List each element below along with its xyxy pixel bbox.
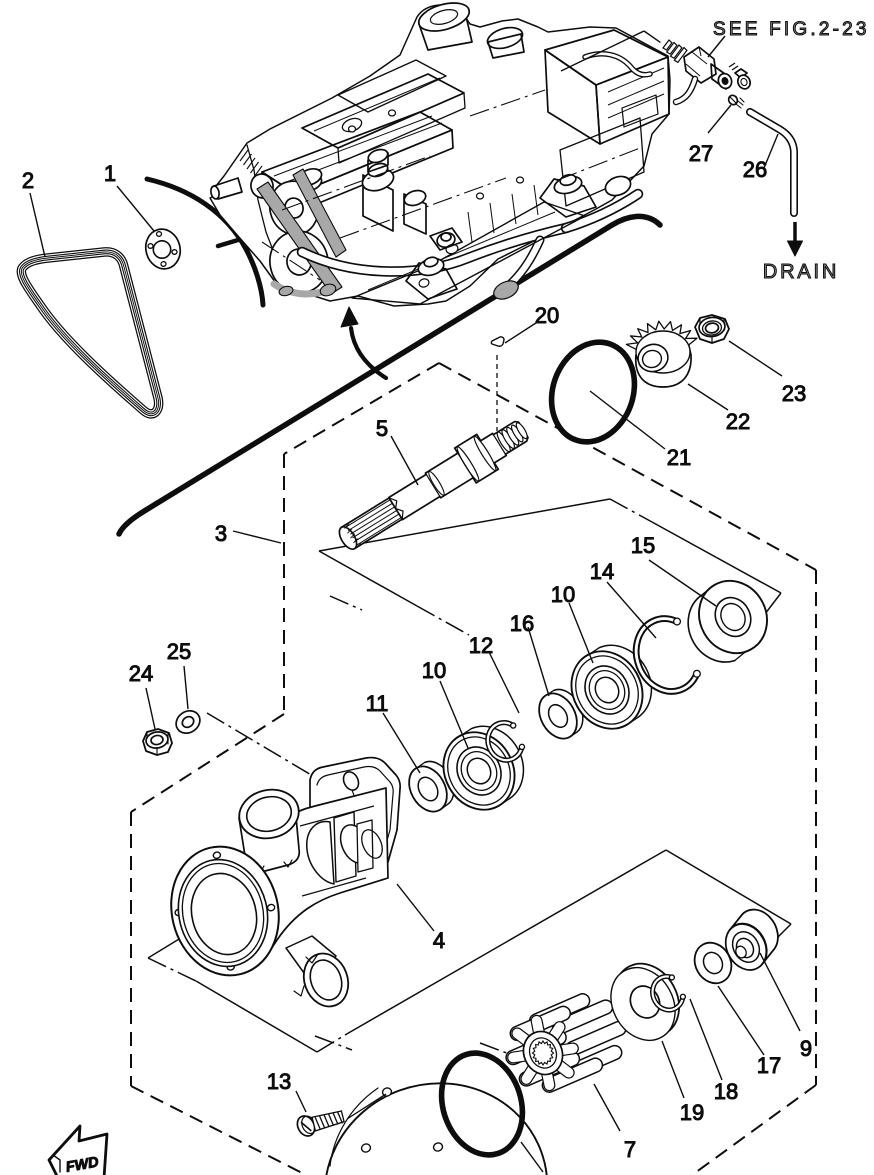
svg-text:11: 11 xyxy=(366,691,389,716)
svg-text:1: 1 xyxy=(104,161,116,186)
svg-text:25: 25 xyxy=(167,639,191,664)
svg-text:14: 14 xyxy=(590,559,614,584)
svg-text:9: 9 xyxy=(800,1036,812,1061)
svg-text:18: 18 xyxy=(714,1079,738,1104)
svg-text:20: 20 xyxy=(535,303,559,328)
svg-text:21: 21 xyxy=(667,445,691,470)
svg-text:12: 12 xyxy=(469,633,493,658)
svg-text:4: 4 xyxy=(433,928,445,953)
svg-text:5: 5 xyxy=(376,416,388,441)
svg-text:FWD: FWD xyxy=(65,1154,101,1175)
svg-text:3: 3 xyxy=(215,521,227,546)
svg-text:19: 19 xyxy=(680,1100,704,1125)
svg-text:23: 23 xyxy=(782,381,806,406)
svg-text:2: 2 xyxy=(22,168,34,193)
svg-text:SEE FIG.2-23: SEE FIG.2-23 xyxy=(713,19,870,40)
svg-text:10: 10 xyxy=(551,582,575,607)
svg-text:13: 13 xyxy=(267,1069,291,1094)
svg-text:10: 10 xyxy=(422,658,446,683)
svg-text:27: 27 xyxy=(689,141,713,166)
svg-text:DRAIN: DRAIN xyxy=(763,261,839,283)
svg-text:17: 17 xyxy=(757,1053,781,1078)
svg-text:26: 26 xyxy=(743,157,767,182)
svg-text:16: 16 xyxy=(510,611,534,636)
svg-text:15: 15 xyxy=(631,533,655,558)
svg-text:24: 24 xyxy=(129,661,153,686)
svg-text:7: 7 xyxy=(624,1137,636,1162)
svg-text:22: 22 xyxy=(726,409,750,434)
